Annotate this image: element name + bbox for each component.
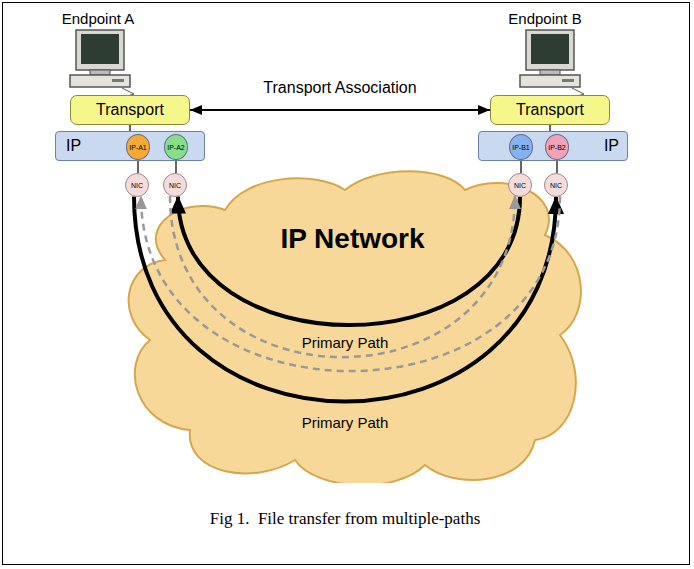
ip-address-circle: IP-A2 — [164, 134, 188, 160]
ip-address-circle: IP-B2 — [545, 134, 569, 160]
node-label: IP — [604, 137, 619, 155]
node-label: NIC — [169, 182, 181, 189]
node-label: IP-A1 — [129, 144, 147, 151]
ip-address-circle: IP-A1 — [126, 134, 150, 160]
node-label: IP-A2 — [167, 144, 185, 151]
backup-path-arrow — [141, 196, 560, 371]
node-label: NIC — [131, 182, 143, 189]
nic-circle: NIC — [163, 173, 187, 197]
node-label: IP — [66, 137, 81, 155]
node-label: NIC — [514, 182, 526, 189]
transport-box: Transport — [490, 95, 610, 125]
edge-label: Primary Path — [300, 414, 391, 431]
stack-link — [137, 160, 139, 173]
figure-caption: Fig 1. File transfer from multiple-paths — [210, 509, 481, 529]
node-label: IP-B1 — [512, 144, 530, 151]
stack-link — [520, 160, 522, 173]
association-arrow — [190, 109, 490, 111]
backup-path-arrow — [170, 196, 515, 357]
ip-layer-band: IP IP-A1 IP-A2 — [55, 131, 205, 161]
primary-path-arrow — [178, 197, 520, 325]
ip-address-circle: IP-B1 — [509, 134, 533, 160]
stack-link — [556, 160, 558, 173]
transport-box: Transport — [70, 95, 190, 125]
stack-link — [175, 160, 177, 173]
nic-circle: NIC — [508, 173, 532, 197]
network-label: IP Network — [280, 223, 424, 255]
node-label: Transport — [516, 101, 584, 119]
edge-label: Primary Path — [300, 334, 391, 351]
nic-circle: NIC — [125, 173, 149, 197]
endpoint-label: Endpoint A — [62, 10, 135, 27]
endpoint-label: Endpoint B — [508, 10, 581, 27]
node-label: IP-B2 — [548, 144, 566, 151]
computer-icon — [70, 30, 134, 97]
edge-label: Transport Association — [261, 79, 418, 97]
cloud-outline — [129, 171, 581, 483]
ip-layer-band: IP IP-B1 IP-B2 — [478, 131, 628, 161]
primary-path-arrow — [134, 197, 556, 402]
computer-icon — [520, 30, 584, 97]
node-label: NIC — [550, 182, 562, 189]
nic-circle: NIC — [544, 173, 568, 197]
node-label: Transport — [96, 101, 164, 119]
